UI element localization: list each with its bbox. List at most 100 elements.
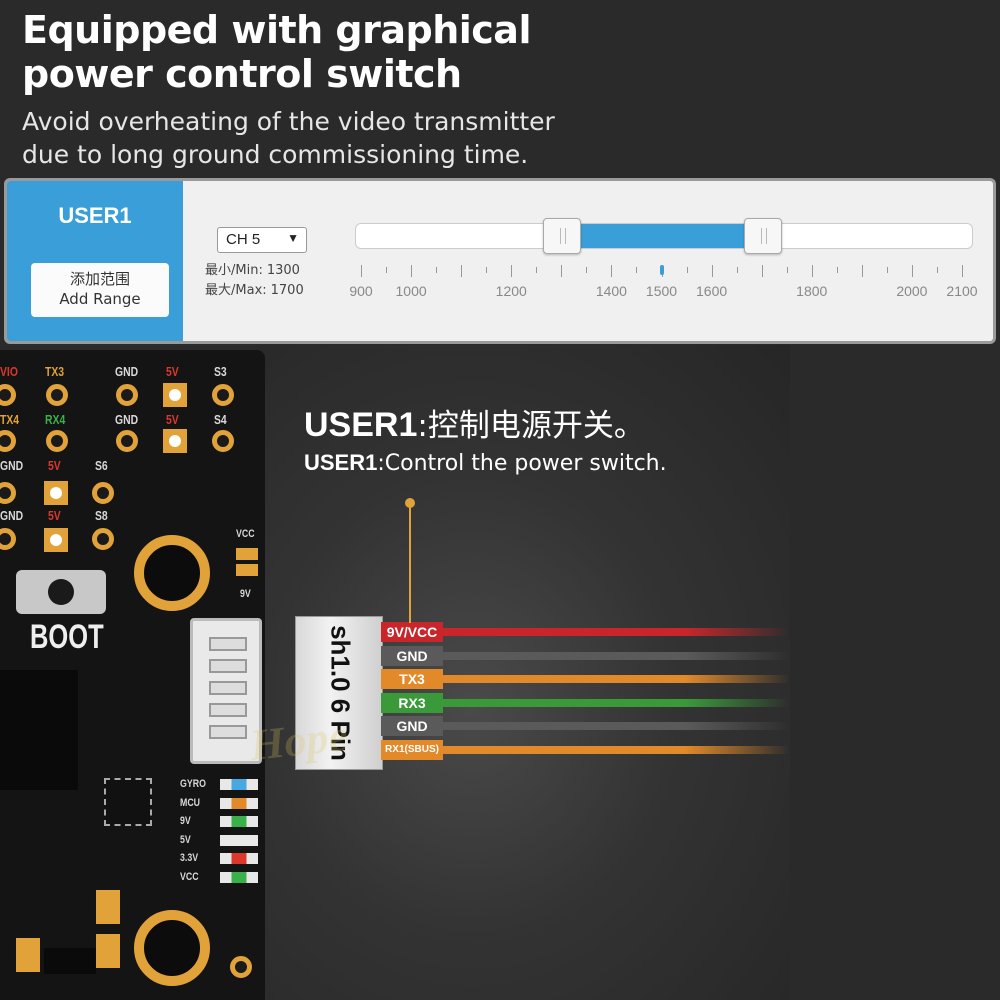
gyro-chip <box>104 778 152 826</box>
scale-tick <box>861 265 863 277</box>
scale-tick <box>386 267 388 273</box>
status-led <box>220 816 258 827</box>
range-readout: 最小/Min:1300 最大/Max:1700 <box>205 261 304 301</box>
scale-tick-label: 1000 <box>395 283 427 299</box>
sh1-plug <box>295 616 383 770</box>
scale-tick-label: 1400 <box>595 283 627 299</box>
led-label: MCU <box>180 796 201 809</box>
callout-title-bold: USER1 <box>304 406 418 444</box>
callout-line <box>409 503 411 623</box>
silk-label-rx4: RX4 <box>45 412 66 427</box>
boot-label: BOOT <box>30 618 104 656</box>
small-ic <box>44 948 96 974</box>
scale-tick-label: 1500 <box>645 283 678 299</box>
status-led <box>220 797 258 809</box>
add-range-label-zh: 添加范围 <box>69 270 130 288</box>
wire-label: 9V/VCC <box>381 622 443 642</box>
scale-tick <box>411 265 413 277</box>
silk-label-tx4: TX4 <box>0 412 20 427</box>
range-slider-fill <box>562 224 763 248</box>
boot-button[interactable] <box>16 570 106 614</box>
led-label: 5V <box>180 833 191 846</box>
smd-component <box>96 934 120 968</box>
silk-label-s3: S3 <box>214 364 227 379</box>
solder-pad <box>0 528 16 550</box>
connector-pin <box>209 681 247 695</box>
solder-pad <box>92 528 114 550</box>
silk-label-s6: S6 <box>95 458 108 473</box>
silk-label-5v: 5V <box>166 412 179 427</box>
page-subtitle-line1: Avoid overheating of the video transmitt… <box>22 107 555 136</box>
scale-tick <box>811 265 813 277</box>
wire-label: GND <box>381 645 443 666</box>
wire-label: RX1(SBUS) <box>381 739 443 760</box>
solder-pad-square <box>163 429 187 453</box>
status-led <box>220 853 258 864</box>
scale-tick <box>936 267 938 273</box>
scale-tick <box>461 265 463 277</box>
scale-tick-label: 2100 <box>946 283 978 299</box>
scale-tick <box>486 267 488 273</box>
silk-label-gnd: GND <box>0 458 24 473</box>
callout-subtitle: USER1:Control the power switch. <box>304 450 667 476</box>
solder-pad <box>212 384 234 406</box>
scale-tick <box>886 267 888 273</box>
center-marker <box>659 265 664 275</box>
solder-pad <box>0 482 16 504</box>
connector-pin <box>209 659 247 673</box>
silk-label-5v: 5V <box>48 458 61 473</box>
scale-tick <box>636 267 638 273</box>
silk-label-vcc: VCC <box>236 528 255 540</box>
solder-pad <box>116 384 138 406</box>
status-led <box>220 834 258 846</box>
channel-value: CH 5 <box>226 231 261 248</box>
solder-pad-square <box>163 383 187 407</box>
silk-label-s8: S8 <box>95 508 108 523</box>
range-slider-track[interactable] <box>355 218 973 254</box>
scale-tick <box>836 267 838 273</box>
callout-title: USER1:控制电源开关。 <box>304 400 645 445</box>
status-led <box>220 779 258 790</box>
solder-pad <box>92 482 114 504</box>
scale-tick-label: 1600 <box>696 283 728 299</box>
led-label: 9V <box>180 815 191 827</box>
scale-tick <box>736 267 738 273</box>
wire <box>440 651 790 660</box>
wire <box>440 698 790 707</box>
scale-tick <box>511 265 513 277</box>
wire-label: GND <box>381 716 443 736</box>
wire <box>440 628 790 636</box>
scale-tick <box>536 267 538 273</box>
add-range-button[interactable]: 添加范围 Add Range <box>31 263 169 317</box>
scale-tick <box>686 267 688 273</box>
range-min-handle[interactable] <box>543 218 582 254</box>
chevron-down-icon: ▼ <box>287 231 299 245</box>
scale-tick-label: 1800 <box>796 283 828 299</box>
solder-pad <box>116 430 138 452</box>
min-label: 最小/Min: <box>205 263 263 278</box>
channel-select[interactable]: CH 5 ▼ <box>217 227 307 253</box>
scale-tick <box>361 265 362 277</box>
smd-component <box>236 564 258 576</box>
silk-label-gnd: GND <box>115 412 139 427</box>
silk-label-s4: S4 <box>214 412 227 427</box>
connector-pin <box>209 703 247 717</box>
range-max-handle[interactable] <box>743 218 782 254</box>
silk-label-9v: 9V <box>240 588 251 600</box>
wire-label: TX3 <box>381 669 443 689</box>
scale-tick <box>611 265 613 277</box>
solder-pad <box>46 430 68 452</box>
scale-tick-label: 900 <box>349 283 373 299</box>
page-subtitle-line2: due to long ground commissioning time. <box>22 140 529 169</box>
scale-tick-label: 1200 <box>495 283 527 299</box>
solder-pad <box>212 430 234 452</box>
wire <box>440 675 790 683</box>
max-label: 最大/Max: <box>205 283 267 298</box>
callout-subtitle-bold: USER1 <box>304 450 378 475</box>
silk-label-tx3: TX3 <box>45 364 65 379</box>
silk-label-vio: VIO <box>0 364 18 379</box>
page-title: Equipped with graphical power control sw… <box>22 8 531 96</box>
wire-label: RX3 <box>381 692 443 713</box>
solder-pad-square <box>44 528 68 552</box>
smd-component <box>96 890 120 924</box>
